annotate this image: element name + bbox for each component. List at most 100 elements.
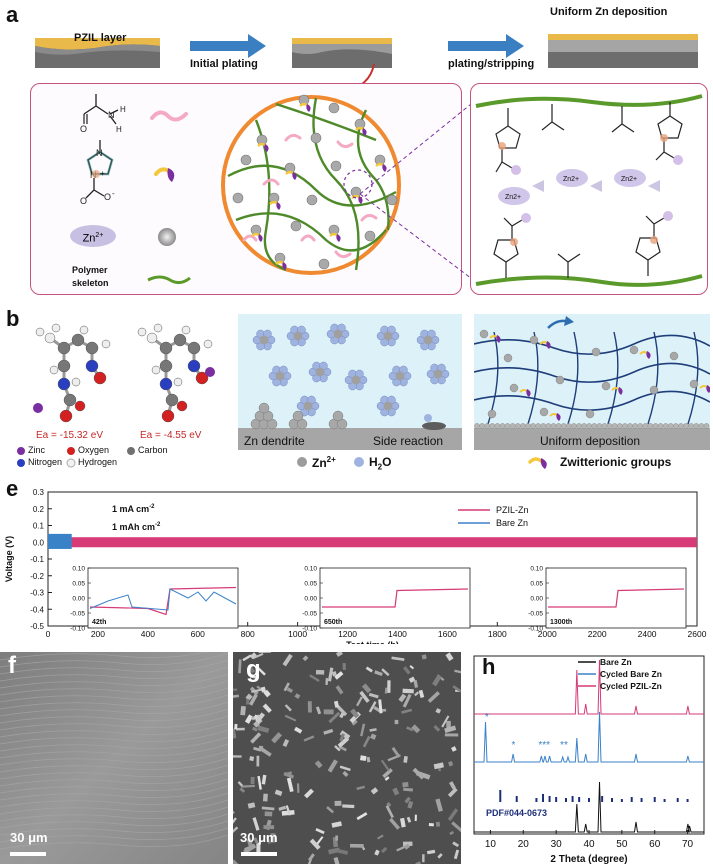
inset-frame xyxy=(87,567,239,629)
zn-core xyxy=(351,375,361,385)
zn-flake xyxy=(339,712,345,719)
deposited-zn xyxy=(555,423,562,429)
legend-h2o-o: O xyxy=(382,455,392,469)
y-tick-label: -0.1 xyxy=(30,555,44,564)
zn-flake xyxy=(406,726,414,732)
atom xyxy=(101,339,111,349)
zn-flake xyxy=(422,854,425,863)
zn-core xyxy=(293,331,303,341)
zn-core xyxy=(333,329,343,339)
zn-flake xyxy=(307,701,312,713)
peak-star: * xyxy=(485,712,489,723)
legend-carbon: Carbon xyxy=(138,445,168,455)
capacity-label: 1 mAh cm-2 xyxy=(112,522,161,532)
deposited-zn xyxy=(657,423,664,429)
atom xyxy=(176,400,188,412)
polymer-skeleton-label-2: skeleton xyxy=(72,278,109,288)
zn-flake xyxy=(435,821,441,827)
zn-flake xyxy=(282,739,290,748)
zn-flake xyxy=(327,667,334,682)
deposited-zn xyxy=(606,423,613,429)
side-product xyxy=(422,422,446,430)
zwitter-head xyxy=(306,104,311,112)
y-tick-label: -0.4 xyxy=(30,605,44,614)
atom xyxy=(59,409,73,423)
inset-y-tick: 0.00 xyxy=(530,596,543,603)
current-density-sup: -2 xyxy=(149,504,155,510)
x-tick-label: 70 xyxy=(682,839,694,850)
zn-flake xyxy=(283,682,290,692)
nitrogen-atom-icon xyxy=(17,459,25,467)
zn-flake xyxy=(251,688,264,693)
zn-ion-sphere xyxy=(509,383,519,393)
zn-core xyxy=(395,371,405,381)
zn-flake xyxy=(250,732,262,744)
zn-ion-sphere xyxy=(689,379,699,389)
polymer-chain xyxy=(474,362,710,383)
inset-y-tick: 0.05 xyxy=(530,581,543,588)
polish-line xyxy=(0,694,228,710)
zn-flake xyxy=(396,845,405,852)
sem-image-f xyxy=(0,652,228,864)
deposited-zn xyxy=(530,423,536,429)
deposited-zn xyxy=(550,423,557,429)
polish-line xyxy=(0,792,228,808)
plating-stripping-label: plating/stripping xyxy=(448,58,535,70)
zn-flake xyxy=(403,666,411,675)
inset-y-tick: -0.05 xyxy=(528,611,543,618)
zn-ion-sphere xyxy=(487,409,497,419)
zn-flake xyxy=(394,719,399,725)
inset-y-tick: -0.05 xyxy=(70,611,85,618)
zn-flake xyxy=(239,787,246,793)
panel-f-label: f xyxy=(8,652,16,679)
zn-slab-initial xyxy=(35,32,160,68)
zn-core xyxy=(315,367,325,377)
zn-core xyxy=(275,371,285,381)
atom xyxy=(57,377,71,391)
zn-flake xyxy=(449,831,455,836)
inset-y-tick: -0.05 xyxy=(302,611,317,618)
zn-flake xyxy=(284,714,297,722)
zn-flake xyxy=(334,745,341,752)
zn-ion-legend-text: Zn xyxy=(82,232,96,245)
x-axis-label: Test time (h) xyxy=(346,640,399,644)
polish-line xyxy=(0,778,228,794)
zn-flake xyxy=(433,762,444,770)
zn-flake xyxy=(296,783,300,793)
deposited-zn xyxy=(647,423,654,429)
zn-flake xyxy=(411,724,421,734)
zn-flake xyxy=(253,714,259,721)
pzil-layer-label: PZIL layer xyxy=(74,32,127,44)
zn-flake xyxy=(303,735,315,742)
polish-line xyxy=(0,743,228,759)
zn-sphere xyxy=(318,258,330,270)
x-tick-label: 0 xyxy=(46,629,51,639)
zn-flake xyxy=(233,755,242,758)
zn-flake xyxy=(249,756,255,762)
zn-flake xyxy=(256,842,261,854)
zinc-atom xyxy=(205,367,215,377)
zn-flake xyxy=(302,655,309,662)
polish-line xyxy=(0,659,228,675)
polish-line xyxy=(0,687,228,703)
zn-flake xyxy=(400,817,406,828)
polish-line xyxy=(0,673,228,689)
zn-flake xyxy=(403,787,413,792)
zn-flake xyxy=(374,670,383,677)
hydrated-zn-ion xyxy=(308,361,332,383)
polish-line xyxy=(0,708,228,724)
inset-frame xyxy=(545,567,687,629)
zn-flake xyxy=(328,711,341,724)
zn-ion-ellipse xyxy=(498,187,530,205)
zn-flake xyxy=(452,685,461,693)
ea-left-label: Ea = -15.32 eV xyxy=(36,430,103,441)
zn-slab-final xyxy=(548,26,698,68)
peak-stars: ** xyxy=(560,740,568,751)
polish-line xyxy=(0,736,228,752)
deposited-zn xyxy=(611,423,618,429)
legend-polymer-chain-icon xyxy=(147,275,191,285)
legend-zinc: Zinc xyxy=(28,445,46,455)
atom xyxy=(195,371,209,385)
uniform-zn-label: Uniform Zn deposition xyxy=(550,6,668,18)
zn-flake xyxy=(374,849,380,856)
